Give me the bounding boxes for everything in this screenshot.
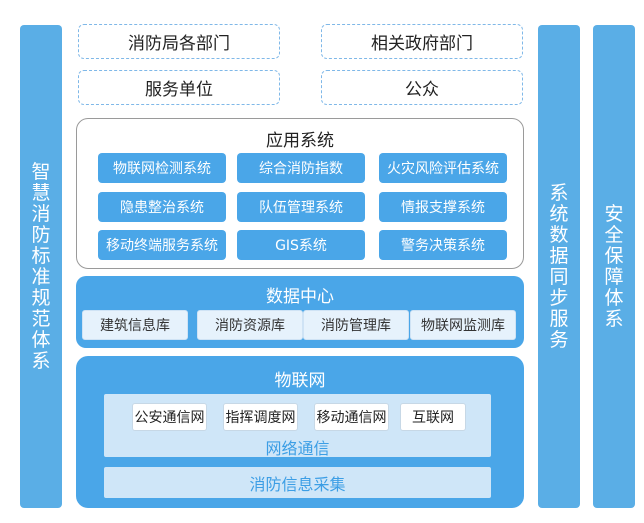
fire-info-collection-bar: 消防信息采集 xyxy=(104,467,491,498)
network-item: 移动通信网 xyxy=(314,403,389,431)
app-systems-title: 应用系统 xyxy=(266,131,334,151)
user-box-label: 相关政府部门 xyxy=(371,34,473,54)
network-item: 指挥调度网 xyxy=(223,403,298,431)
app-system-item: 移动终端服务系统 xyxy=(98,230,226,260)
data-sync-service-bar: 系统数据同步服务 xyxy=(538,25,580,508)
user-box-service-unit: 服务单位 xyxy=(78,70,280,105)
user-box-label: 服务单位 xyxy=(145,80,213,100)
user-box-label: 消防局各部门 xyxy=(128,34,230,54)
standards-system-label: 智慧消防标准规范体系 xyxy=(31,160,51,372)
network-item: 公安通信网 xyxy=(132,403,207,431)
data-center-panel: 数据中心 建筑信息库 消防资源库 消防管理库 物联网监测库 xyxy=(76,276,524,348)
network-item: 互联网 xyxy=(400,403,466,431)
database-item: 消防管理库 xyxy=(303,310,409,340)
data-center-title: 数据中心 xyxy=(266,287,334,307)
app-system-item: 隐患整治系统 xyxy=(98,192,226,222)
fire-info-collection-label: 消防信息采集 xyxy=(249,474,346,494)
standards-system-bar: 智慧消防标准规范体系 xyxy=(20,25,62,508)
app-system-item: 火灾风险评估系统 xyxy=(379,153,507,183)
app-system-item: 综合消防指数 xyxy=(237,153,365,183)
network-communication-label: 网络通信 xyxy=(265,439,330,458)
user-box-label: 公众 xyxy=(405,80,439,100)
app-system-item: 物联网检测系统 xyxy=(98,153,226,183)
iot-title: 物联网 xyxy=(274,371,326,391)
data-sync-service-label: 系统数据同步服务 xyxy=(549,181,569,351)
iot-panel: 物联网 公安通信网 指挥调度网 移动通信网 互联网 网络通信 消防信息采集 xyxy=(76,356,524,508)
user-box-gov-dept: 相关政府部门 xyxy=(321,24,523,59)
database-item: 物联网监测库 xyxy=(410,310,516,340)
user-box-public: 公众 xyxy=(321,70,523,105)
app-system-item: 警务决策系统 xyxy=(379,230,507,260)
database-item: 消防资源库 xyxy=(197,310,303,340)
database-item: 建筑信息库 xyxy=(82,310,188,340)
security-system-label: 安全保障体系 xyxy=(604,202,624,330)
security-system-bar: 安全保障体系 xyxy=(593,25,635,508)
app-system-item: 队伍管理系统 xyxy=(237,192,365,222)
app-system-item: 情报支撑系统 xyxy=(379,192,507,222)
network-communication-panel: 公安通信网 指挥调度网 移动通信网 互联网 网络通信 xyxy=(104,394,491,458)
user-box-fire-dept: 消防局各部门 xyxy=(78,24,280,59)
app-system-item: GIS系统 xyxy=(237,230,365,260)
app-systems-panel: 应用系统 物联网检测系统 综合消防指数 火灾风险评估系统 隐患整治系统 队伍管理… xyxy=(76,118,524,269)
